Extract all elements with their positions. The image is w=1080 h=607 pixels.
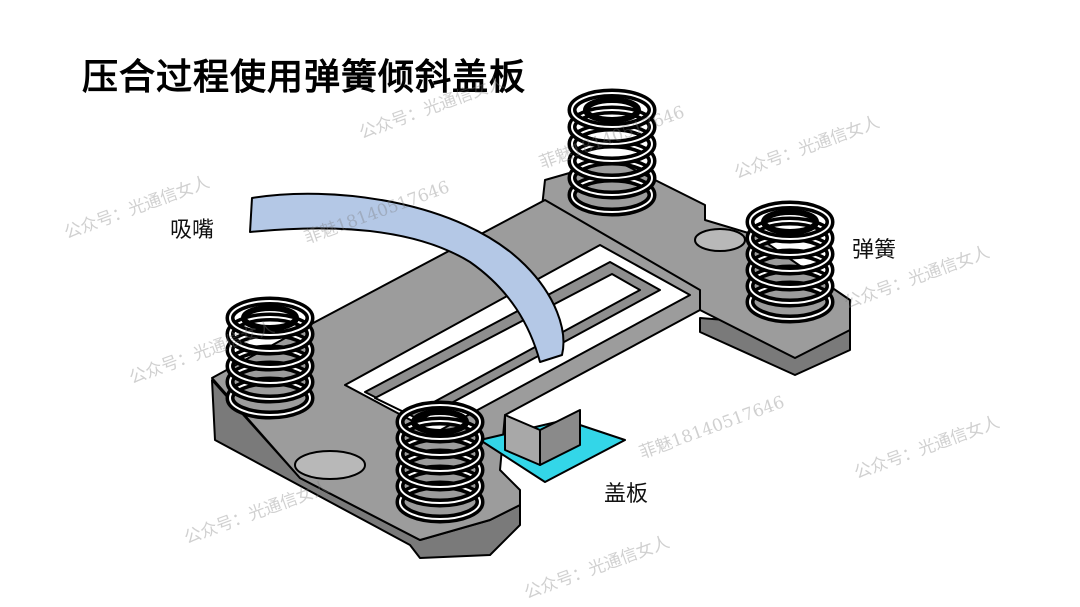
nozzle-label: 吸嘴 — [170, 218, 215, 243]
plate-hole — [294, 450, 366, 480]
cover-plate-label: 盖板 — [604, 482, 649, 507]
spring-icon — [745, 200, 835, 324]
spring-coil-highlight — [571, 109, 653, 145]
page-title: 压合过程使用弹簧倾斜盖板 — [82, 57, 527, 98]
spring-coil-highlight — [229, 316, 311, 352]
spring-icon — [395, 400, 485, 524]
spring-icon — [225, 296, 315, 420]
pusher-block-side — [539, 409, 581, 466]
spring-icon — [567, 88, 657, 217]
spring-coil-highlight — [749, 204, 831, 240]
spring-label: 弹簧 — [852, 238, 897, 263]
spring-coil-highlight — [571, 92, 653, 128]
spring-top-coil — [241, 305, 299, 331]
spring-coil-highlight — [229, 300, 311, 336]
plate-hole — [694, 228, 746, 252]
spring-top-coil — [583, 97, 641, 123]
spring-coil-highlight — [399, 404, 481, 440]
spring-coil-highlight — [399, 420, 481, 456]
suction-nozzle — [249, 192, 565, 363]
spring-coil-highlight — [749, 220, 831, 256]
spring-top-coil — [761, 209, 819, 235]
spring-top-coil — [411, 409, 469, 435]
